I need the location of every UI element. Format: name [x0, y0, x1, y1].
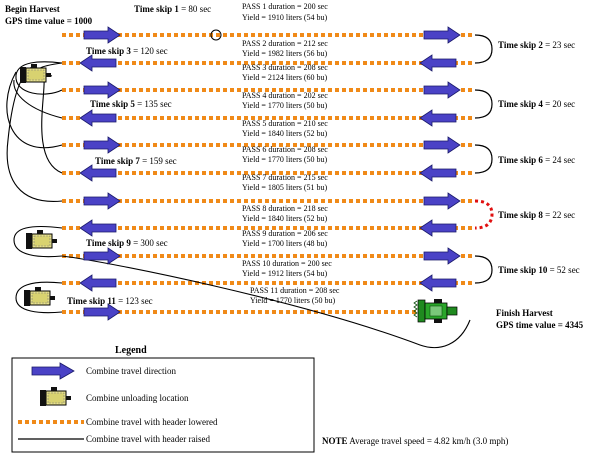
- direction-arrow-icon: [423, 136, 461, 154]
- pass-yield: Yield = 1770 liters (50 bu): [242, 155, 328, 164]
- direction-arrows: [79, 26, 461, 321]
- direction-arrow-icon: [83, 303, 121, 321]
- direction-arrow-icon: [79, 219, 117, 237]
- blue-arrow-icon: [31, 362, 75, 380]
- direction-arrow-icon: [419, 164, 457, 182]
- time-skip-label: Time skip 8 = 22 sec: [498, 210, 575, 220]
- skip1-marker: [210, 29, 222, 41]
- direction-arrow-icon: [83, 192, 121, 210]
- combine-icon: [23, 286, 56, 307]
- pass-yield: Yield = 1805 liters (51 bu): [242, 183, 328, 192]
- legend-label: Combine unloading location: [86, 393, 189, 403]
- direction-arrow-icon: [423, 81, 461, 99]
- legend-title: Legend: [115, 345, 147, 356]
- direction-arrow-icon: [79, 109, 117, 127]
- right-turns: [474, 34, 493, 284]
- speed-note: NOTE Average travel speed = 4.82 km/h (3…: [322, 436, 508, 446]
- time-skip-label: Time skip 11 = 123 sec: [67, 296, 153, 306]
- legend-item: Combine travel direction: [31, 362, 176, 380]
- pass-duration: PASS 2 duration = 212 sec: [242, 39, 328, 48]
- direction-arrow-icon: [83, 81, 121, 99]
- legend-item: Combine travel with header raised: [18, 434, 210, 444]
- combine-icon: [19, 63, 52, 84]
- pass-lines: [62, 33, 475, 314]
- direction-arrow-icon: [423, 192, 461, 210]
- pass-yield: Yield = 1770 liters (50 bu): [250, 296, 336, 305]
- pass-yield: Yield = 1770 liters (50 bu): [242, 101, 328, 110]
- time-skip-label: Time skip 4 = 20 sec: [498, 99, 575, 109]
- legend-item: Combine unloading location: [39, 386, 189, 407]
- direction-arrow-icon: [79, 54, 117, 72]
- time-skip-labels: Time skip 1 = 80 sec Time skip 2 = 23 se…: [67, 4, 580, 306]
- pass-duration: PASS 5 duration = 210 sec: [242, 119, 328, 128]
- combine-icon: [25, 229, 58, 250]
- time-skip-label: Time skip 3 = 120 sec: [86, 46, 168, 56]
- finish-combine-icon: [413, 299, 458, 323]
- pass-duration: PASS 7 duration = 215 sec: [242, 173, 328, 182]
- direction-arrow-icon: [83, 247, 121, 265]
- time-skip-label: Time skip 5 = 135 sec: [90, 99, 172, 109]
- direction-arrow-icon: [419, 54, 457, 72]
- pass-duration: PASS 1 duration = 200 sec: [242, 2, 328, 11]
- direction-arrow-icon: [419, 274, 457, 292]
- unloading-combines: [19, 63, 58, 307]
- direction-arrow-icon: [79, 274, 117, 292]
- time-skip-label: Time skip 2 = 23 sec: [498, 40, 575, 50]
- time-skip-label: Time skip 10 = 52 sec: [498, 265, 580, 275]
- pass-yield: Yield = 1910 liters (54 bu): [242, 13, 328, 22]
- begin-harvest-label: Begin Harvest: [5, 4, 60, 14]
- direction-arrow-icon: [419, 219, 457, 237]
- time-skip-label: Time skip 9 = 300 sec: [86, 238, 168, 248]
- pass-duration: PASS 11 duration = 208 sec: [250, 286, 340, 295]
- direction-arrow-icon: [83, 136, 121, 154]
- direction-arrow-icon: [423, 247, 461, 265]
- pass-duration: PASS 3 duration = 208 sec: [242, 63, 328, 72]
- pass-yield: Yield = 1982 liters (56 bu): [242, 49, 328, 58]
- pass-yield: Yield = 2124 liters (60 bu): [242, 73, 328, 82]
- pass-duration: PASS 4 duration = 202 sec: [242, 91, 328, 100]
- pass-duration: PASS 10 duration = 200 sec: [242, 259, 332, 268]
- legend-item: Combine travel with header lowered: [18, 417, 218, 427]
- time-skip-label: Time skip 1 = 80 sec: [134, 4, 211, 14]
- legend: Legend Combine travel direction Combine …: [11, 345, 315, 453]
- pass-yield: Yield = 1840 liters (52 bu): [242, 214, 328, 223]
- pass-duration: PASS 9 duration = 206 sec: [242, 229, 328, 238]
- pass-yield: Yield = 1840 liters (52 bu): [242, 129, 328, 138]
- legend-label: Combine travel with header lowered: [86, 417, 218, 427]
- pass-duration: PASS 8 duration = 218 sec: [242, 204, 328, 213]
- pass-yield: Yield = 1912 liters (54 bu): [242, 269, 328, 278]
- pass-yield: Yield = 1700 liters (48 bu): [242, 239, 328, 248]
- legend-label: Combine travel with header raised: [86, 434, 210, 444]
- pass-duration: PASS 6 duration = 208 sec: [242, 145, 328, 154]
- finish-gps-label: GPS time value = 4345: [496, 320, 584, 330]
- time-skip-label: Time skip 6 = 24 sec: [498, 155, 575, 165]
- direction-arrow-icon: [83, 26, 121, 44]
- pass-labels: PASS 1 duration = 200 sec Yield = 1910 l…: [242, 2, 340, 305]
- direction-arrow-icon: [419, 109, 457, 127]
- red-turn-skip8: [474, 199, 494, 230]
- finish-harvest-label: Finish Harvest: [496, 308, 553, 318]
- begin-gps-label: GPS time value = 1000: [5, 16, 93, 26]
- legend-label: Combine travel direction: [86, 366, 176, 376]
- direction-arrow-icon: [79, 164, 117, 182]
- direction-arrow-icon: [423, 26, 461, 44]
- time-skip-label: Time skip 7 = 159 sec: [95, 156, 177, 166]
